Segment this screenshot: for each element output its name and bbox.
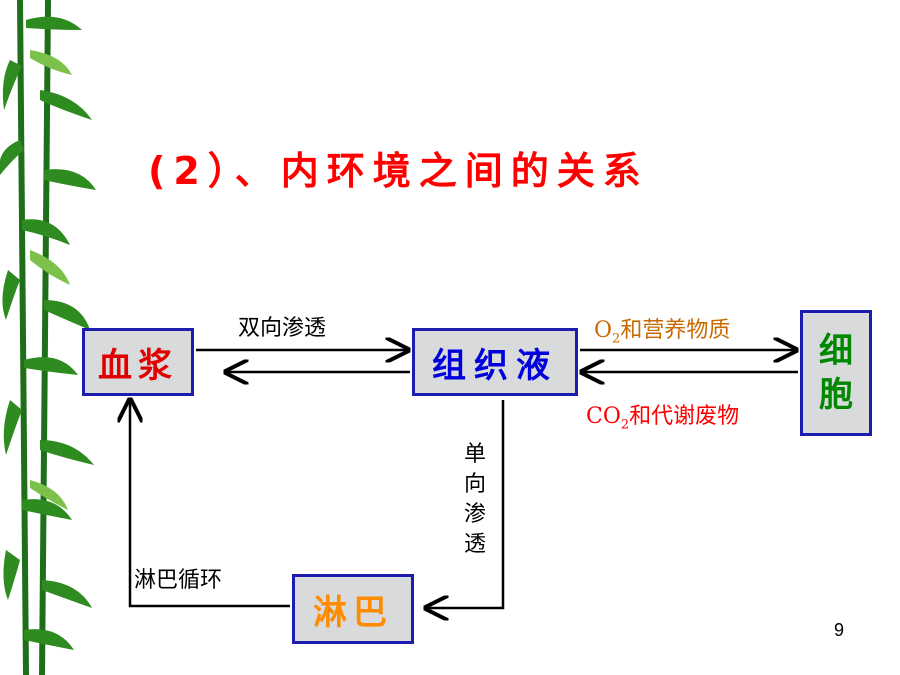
unidirectional-char: 单 — [463, 442, 486, 467]
lymph-node: 淋巴 — [292, 574, 414, 644]
cell-label-2: 胞 — [819, 375, 853, 415]
unidirectional-char: 向 — [463, 472, 486, 497]
waste-suffix: 和代谢废物 — [629, 404, 740, 429]
nutrients-suffix: 和营养物质 — [620, 318, 731, 343]
slide-title: (2）、内环境之间的关系 — [148, 149, 649, 193]
nutrients-sub: 2 — [612, 331, 621, 347]
waste-prefix: CO — [586, 404, 621, 429]
unidirectional-label: 单 向 渗 透 — [460, 440, 490, 560]
cell-label-1: 细 — [819, 331, 853, 371]
tissue-fluid-label: 组织液 — [432, 345, 558, 386]
nutrients-label: O2和营养物质 — [594, 312, 730, 346]
unidirectional-char: 透 — [463, 532, 486, 557]
tissue-fluid-node: 组织液 — [412, 328, 578, 396]
page-number: 9 — [834, 620, 845, 640]
waste-label: CO2和代谢废物 — [586, 398, 739, 432]
waste-sub: 2 — [620, 417, 630, 433]
cell-node: 细 胞 — [800, 310, 872, 436]
arrow-tissue-to-lymph — [426, 400, 505, 608]
arrow-lymph-to-plasma — [130, 400, 290, 608]
lymph-label: 淋巴 — [313, 592, 393, 633]
lymph-circulation-label: 淋巴循环 — [134, 568, 223, 593]
bidirectional-label: 双向渗透 — [238, 316, 327, 341]
nutrients-prefix: O — [594, 318, 613, 343]
plasma-node: 血浆 — [82, 328, 194, 396]
unidirectional-char: 渗 — [463, 502, 486, 527]
plasma-label: 血浆 — [98, 345, 178, 386]
